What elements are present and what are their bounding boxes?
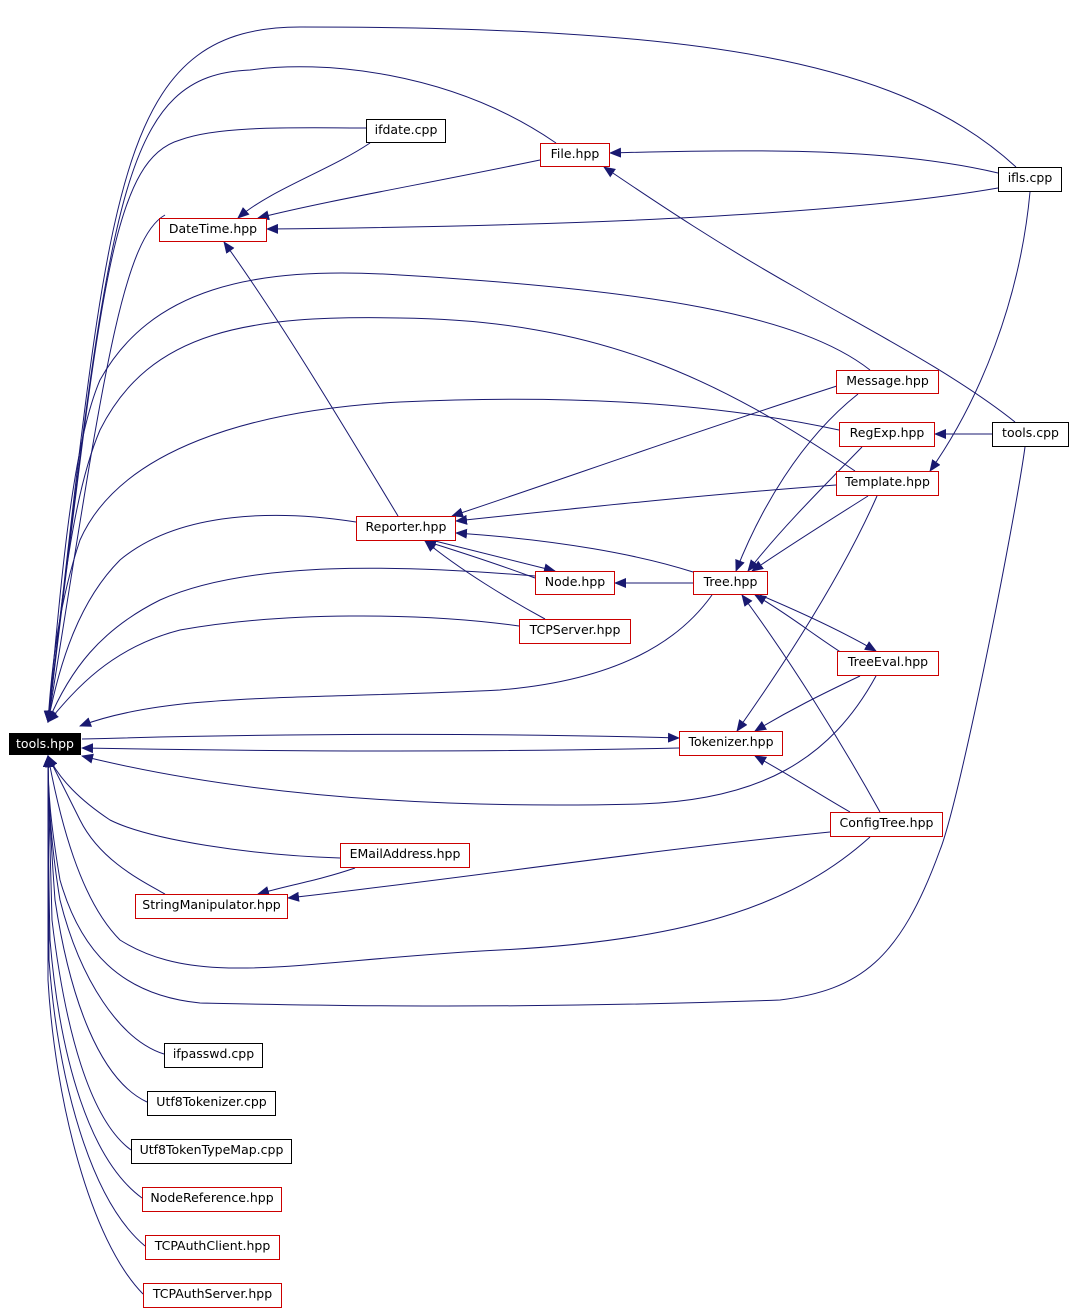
edge-utf8tokentypemap-cpp-to-tools-hpp	[43, 755, 132, 1151]
edge-tools-cpp-to-file-hpp	[603, 166, 1016, 423]
edge-tree-hpp-to-treeeval-hpp	[759, 594, 877, 652]
node-ifpasswd-cpp[interactable]: ifpasswd.cpp	[164, 1043, 263, 1068]
edge-treeeval-hpp-to-tree-hpp	[754, 594, 851, 659]
edge-tools-cpp-to-tools-hpp	[43, 446, 1026, 1007]
edge-stringmanipulator-hpp-to-tools-hpp	[47, 755, 166, 895]
edge-nodereference-hpp-to-tools-hpp	[43, 755, 143, 1199]
edge-file-hpp-to-datetime-hpp	[257, 159, 541, 221]
edge-tcpauthclient-hpp-to-tools-hpp	[43, 755, 146, 1247]
edge-tools-hpp-to-tokenizer-hpp	[81, 732, 680, 743]
edge-regexp-hpp-to-tools-hpp	[43, 398, 840, 723]
edge-treeeval-hpp-to-tokenizer-hpp	[754, 675, 861, 732]
edge-ifdate-cpp-to-tools-hpp	[44, 127, 367, 723]
edge-emailaddress-hpp-to-stringmanipulator-hpp	[257, 867, 356, 896]
edge-file-hpp-to-tools-hpp	[44, 66, 557, 723]
edge-tcpserver-hpp-to-tools-hpp	[47, 615, 520, 723]
edge-datetime-hpp-to-tools-hpp	[44, 214, 166, 723]
node-utf8tokentypemap-cpp[interactable]: Utf8TokenTypeMap.cpp	[131, 1139, 292, 1164]
edge-template-hpp-to-tokenizer-hpp	[736, 495, 878, 732]
edge-ifls-cpp-to-tools-hpp	[44, 26, 1017, 723]
edge-ifls-cpp-to-template-hpp	[929, 191, 1031, 472]
edge-reporter-hpp-to-tools-hpp	[45, 514, 357, 723]
edge-reporter-hpp-to-datetime-hpp	[223, 241, 399, 517]
edge-tokenizer-hpp-to-tools-hpp	[81, 743, 680, 754]
edge-template-hpp-to-tools-hpp	[44, 317, 856, 723]
edge-configtree-hpp-to-tokenizer-hpp	[754, 755, 851, 813]
edge-configtree-hpp-to-stringmanipulator-hpp	[287, 831, 831, 902]
edge-tree-hpp-to-reporter-hpp	[455, 528, 694, 573]
node-node-hpp[interactable]: Node.hpp	[535, 571, 615, 595]
edge-regexp-hpp-to-tree-hpp	[747, 446, 863, 572]
edge-configtree-hpp-to-tree-hpp	[741, 594, 881, 813]
node-tcpserver-hpp[interactable]: TCPServer.hpp	[519, 619, 631, 644]
edge-ifls-cpp-to-datetime-hpp	[266, 187, 999, 234]
edge-ifdate-cpp-to-datetime-hpp	[237, 142, 371, 219]
node-regexp-hpp[interactable]: RegExp.hpp	[839, 422, 935, 447]
node-tcpauthserver-hpp[interactable]: TCPAuthServer.hpp	[143, 1283, 282, 1308]
edge-message-hpp-to-tools-hpp	[44, 272, 871, 723]
node-nodereference-hpp[interactable]: NodeReference.hpp	[142, 1187, 282, 1212]
node-tree-hpp[interactable]: Tree.hpp	[693, 571, 768, 595]
node-tools-hpp[interactable]: tools.hpp	[9, 733, 81, 755]
node-reporter-hpp[interactable]: Reporter.hpp	[356, 516, 456, 541]
edge-configtree-hpp-to-tools-hpp	[45, 755, 871, 969]
node-emailaddress-hpp[interactable]: EMailAddress.hpp	[340, 843, 470, 868]
edge-ifls-cpp-to-file-hpp	[609, 147, 999, 174]
node-tokenizer-hpp[interactable]: Tokenizer.hpp	[679, 731, 783, 756]
edge-treeeval-hpp-to-tools-hpp	[81, 675, 877, 806]
node-treeeval-hpp[interactable]: TreeEval.hpp	[837, 651, 939, 676]
edge-utf8tokenizer-cpp-to-tools-hpp	[43, 755, 148, 1103]
edge-node-hpp-to-reporter-hpp	[424, 539, 536, 579]
edge-message-hpp-to-tree-hpp	[735, 393, 859, 572]
node-tcpauthclient-hpp[interactable]: TCPAuthClient.hpp	[145, 1235, 280, 1260]
node-utf8tokenizer-cpp[interactable]: Utf8Tokenizer.cpp	[147, 1091, 276, 1116]
edge-tree-hpp-to-tools-hpp	[79, 594, 713, 727]
node-ifdate-cpp[interactable]: ifdate.cpp	[366, 119, 446, 143]
edge-emailaddress-hpp-to-tools-hpp	[47, 755, 341, 859]
edge-tcpserver-hpp-to-reporter-hpp	[424, 540, 546, 620]
edge-template-hpp-to-tree-hpp	[751, 495, 869, 572]
node-datetime-hpp[interactable]: DateTime.hpp	[159, 218, 267, 242]
node-file-hpp[interactable]: File.hpp	[540, 143, 610, 167]
node-tools-cpp[interactable]: tools.cpp	[992, 422, 1069, 447]
edge-template-hpp-to-reporter-hpp	[455, 484, 837, 525]
node-configtree-hpp[interactable]: ConfigTree.hpp	[830, 812, 943, 837]
node-message-hpp[interactable]: Message.hpp	[836, 370, 939, 394]
node-ifls-cpp[interactable]: ifls.cpp	[998, 167, 1062, 192]
edge-node-hpp-to-tools-hpp	[47, 567, 536, 723]
node-template-hpp[interactable]: Template.hpp	[836, 471, 939, 496]
edge-reporter-hpp-to-node-hpp	[434, 540, 556, 574]
edge-tcpauthserver-hpp-to-tools-hpp	[43, 755, 144, 1295]
edge-message-hpp-to-reporter-hpp	[451, 384, 841, 518]
node-stringmanipulator-hpp[interactable]: StringManipulator.hpp	[135, 894, 288, 919]
